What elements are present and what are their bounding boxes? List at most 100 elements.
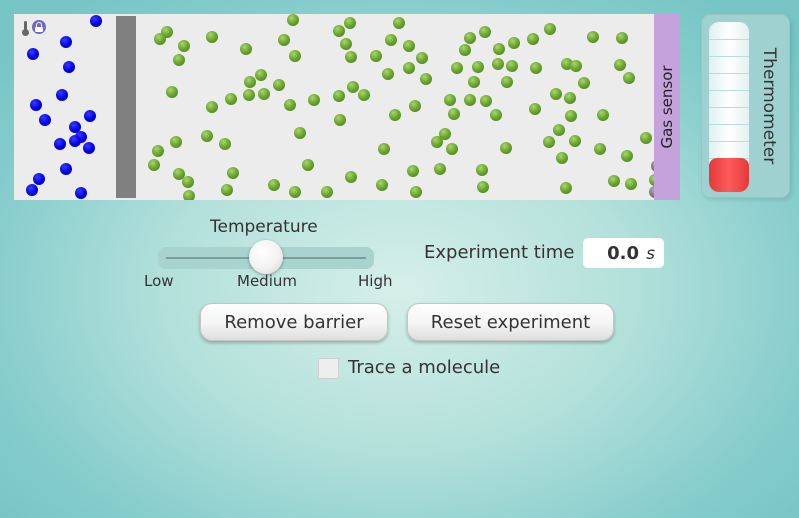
green-molecule — [431, 136, 443, 148]
green-molecule — [345, 171, 357, 183]
green-molecule — [255, 69, 267, 81]
blue-molecule — [26, 184, 38, 196]
chamber-icons — [22, 20, 46, 36]
green-molecule — [464, 94, 476, 106]
blue-molecule — [90, 15, 102, 27]
green-molecule — [370, 50, 382, 62]
green-molecule — [148, 159, 160, 171]
blue-molecule — [33, 173, 45, 185]
green-molecule — [201, 130, 213, 142]
green-molecule — [225, 93, 237, 105]
thermometer-tick — [709, 141, 749, 142]
experiment-time-value: 0.0 — [607, 243, 639, 264]
green-molecule — [178, 40, 190, 52]
green-molecule — [623, 72, 635, 84]
green-molecule — [154, 33, 166, 45]
thermometer-tube — [709, 22, 749, 192]
remove-barrier-button[interactable]: Remove barrier — [200, 303, 388, 341]
green-molecule — [278, 34, 290, 46]
green-molecule — [403, 40, 415, 52]
reset-experiment-button[interactable]: Reset experiment — [407, 303, 614, 341]
green-molecule — [294, 127, 306, 139]
blue-molecule — [83, 142, 95, 154]
green-molecule — [608, 175, 620, 187]
green-molecule — [170, 136, 182, 148]
trace-molecule-checkbox[interactable] — [318, 358, 339, 379]
green-molecule — [446, 143, 458, 155]
green-molecule — [468, 76, 480, 88]
green-molecule — [472, 61, 484, 73]
gas-sensor-label: Gas sensor — [658, 65, 676, 149]
green-molecule — [302, 159, 314, 171]
green-molecule — [287, 14, 299, 26]
blue-molecule — [60, 163, 72, 175]
simulation-chamber[interactable]: Gas sensor — [14, 14, 680, 200]
green-molecule — [553, 124, 565, 136]
green-molecule — [258, 88, 270, 100]
blue-molecule — [69, 135, 81, 147]
green-molecule — [492, 58, 504, 70]
green-molecule — [477, 181, 489, 193]
green-molecule — [243, 89, 255, 101]
green-molecule — [393, 17, 405, 29]
green-molecule — [479, 26, 491, 38]
green-molecule — [640, 132, 652, 144]
green-molecule — [219, 138, 231, 150]
barrier-wall — [116, 16, 136, 198]
green-molecule — [240, 43, 252, 55]
green-molecule — [565, 110, 577, 122]
green-molecule — [527, 33, 539, 45]
green-molecule — [556, 152, 568, 164]
thermometer-fill — [709, 158, 749, 192]
experiment-time-display: 0.0 s — [583, 238, 664, 268]
green-molecule — [308, 94, 320, 106]
green-molecule — [273, 79, 285, 91]
green-molecule — [530, 62, 542, 74]
green-molecule — [594, 143, 606, 155]
green-molecule — [321, 186, 333, 198]
experiment-time-label: Experiment time — [424, 242, 575, 263]
green-molecule — [378, 143, 390, 155]
green-molecule — [227, 167, 239, 179]
green-molecule — [333, 90, 345, 102]
thermometer-icon — [22, 21, 29, 36]
green-molecule — [564, 92, 576, 104]
green-molecule — [587, 31, 599, 43]
green-molecule — [407, 165, 419, 177]
green-molecule — [166, 86, 178, 98]
green-molecule — [625, 178, 637, 190]
green-molecule — [333, 25, 345, 37]
green-molecule — [416, 52, 428, 64]
green-molecule — [550, 88, 562, 100]
thermometer-tick — [709, 90, 749, 91]
green-molecule — [506, 60, 518, 72]
green-molecule — [543, 136, 555, 148]
green-molecule — [420, 73, 432, 85]
green-molecule — [385, 34, 397, 46]
thermometer-label: Thermometer — [759, 47, 779, 165]
green-molecule — [409, 100, 421, 112]
green-molecule — [268, 179, 280, 191]
green-molecule — [206, 101, 218, 113]
green-molecule — [439, 128, 451, 140]
green-molecule — [173, 54, 185, 66]
green-molecule — [382, 68, 394, 80]
green-molecule — [434, 163, 446, 175]
thermometer-panel: Thermometer — [701, 14, 790, 198]
gas-sensor: Gas sensor — [654, 14, 680, 200]
blue-molecule — [75, 187, 87, 199]
green-molecule — [221, 184, 233, 196]
blue-molecule — [69, 121, 81, 133]
temperature-mid-label: Medium — [237, 272, 297, 290]
trace-molecule-label[interactable]: Trace a molecule — [348, 357, 501, 378]
green-molecule — [597, 109, 609, 121]
molecule-layer — [14, 14, 680, 200]
green-molecule — [508, 37, 520, 49]
green-molecule — [358, 89, 370, 101]
green-molecule — [578, 77, 590, 89]
green-molecule — [344, 17, 356, 29]
green-molecule — [289, 186, 301, 198]
temperature-slider-knob[interactable] — [249, 240, 283, 274]
green-molecule — [501, 76, 513, 88]
green-molecule — [614, 59, 626, 71]
